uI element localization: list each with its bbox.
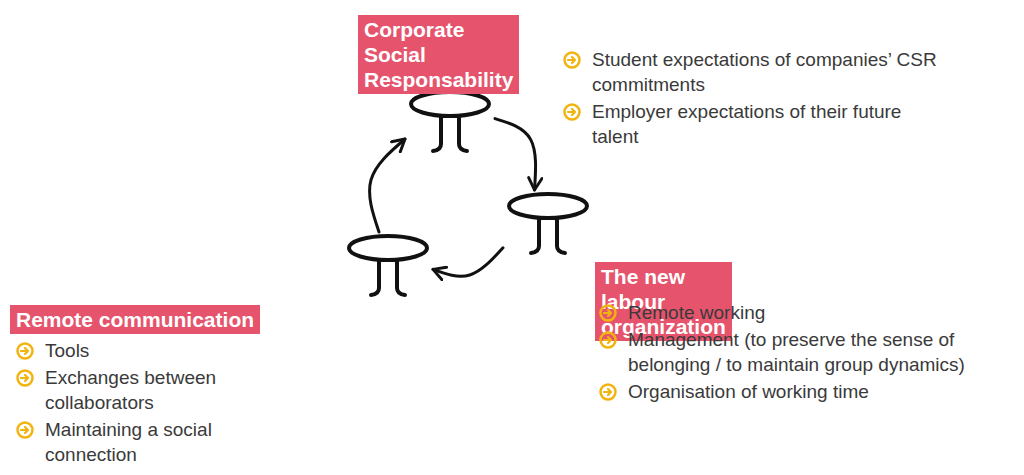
bullet-row: Management (to preserve the sense of bel… (598, 327, 978, 377)
table-top (509, 194, 587, 218)
table-icon (343, 232, 433, 300)
bullet-arrow (598, 303, 618, 323)
bullet-arrow (598, 330, 618, 350)
cycle-arrow (495, 119, 536, 190)
table-legs (371, 261, 405, 295)
bullet-arrow (15, 341, 35, 361)
topic-table: The new labour organizationRemote workin… (503, 190, 593, 258)
table-icon (405, 88, 495, 156)
bullet-text: Exchanges between collaborators (45, 365, 270, 415)
topic-heading: Corporate Social Responsability (358, 15, 519, 94)
table-legs (531, 219, 565, 253)
bullet-arrow (598, 382, 618, 402)
bullet-text: Tools (45, 338, 270, 363)
bullet-text: Maintaining a social connection (45, 417, 270, 467)
bullet-list: Remote workingManagement (to preserve th… (598, 300, 978, 406)
bullet-arrow (562, 50, 582, 70)
bullet-row: Organisation of working time (598, 379, 978, 404)
bullet-arrow (562, 102, 582, 122)
bullet-list: ToolsExchanges between collaboratorsMain… (15, 338, 270, 469)
bullet-row: Maintaining a social connection (15, 417, 270, 467)
cycle-arrow (370, 139, 405, 232)
bullet-text: Organisation of working time (628, 379, 978, 404)
bullet-row: Exchanges between collaborators (15, 365, 270, 415)
topic-heading: Remote communication (10, 305, 260, 334)
bullet-text: Student expectations of companies’ CSR c… (592, 47, 937, 97)
topic-table: Corporate Social ResponsabilityStudent e… (405, 88, 495, 156)
table-icon (503, 190, 593, 258)
table-top (349, 236, 427, 260)
bullet-text: Management (to preserve the sense of bel… (628, 327, 978, 377)
bullet-row: Student expectations of companies’ CSR c… (562, 47, 937, 97)
bullet-list: Student expectations of companies’ CSR c… (562, 47, 937, 151)
bullet-row: Employer expectations of their future ta… (562, 99, 937, 149)
bullet-row: Remote working (598, 300, 978, 325)
bullet-text: Employer expectations of their future ta… (592, 99, 937, 149)
cycle-arrow (433, 248, 503, 276)
topic-table: Remote communicationToolsExchanges betwe… (343, 232, 433, 300)
bullet-arrow (15, 420, 35, 440)
bullet-row: Tools (15, 338, 270, 363)
bullet-text: Remote working (628, 300, 978, 325)
table-top (411, 92, 489, 116)
table-legs (433, 117, 467, 151)
bullet-arrow (15, 368, 35, 388)
